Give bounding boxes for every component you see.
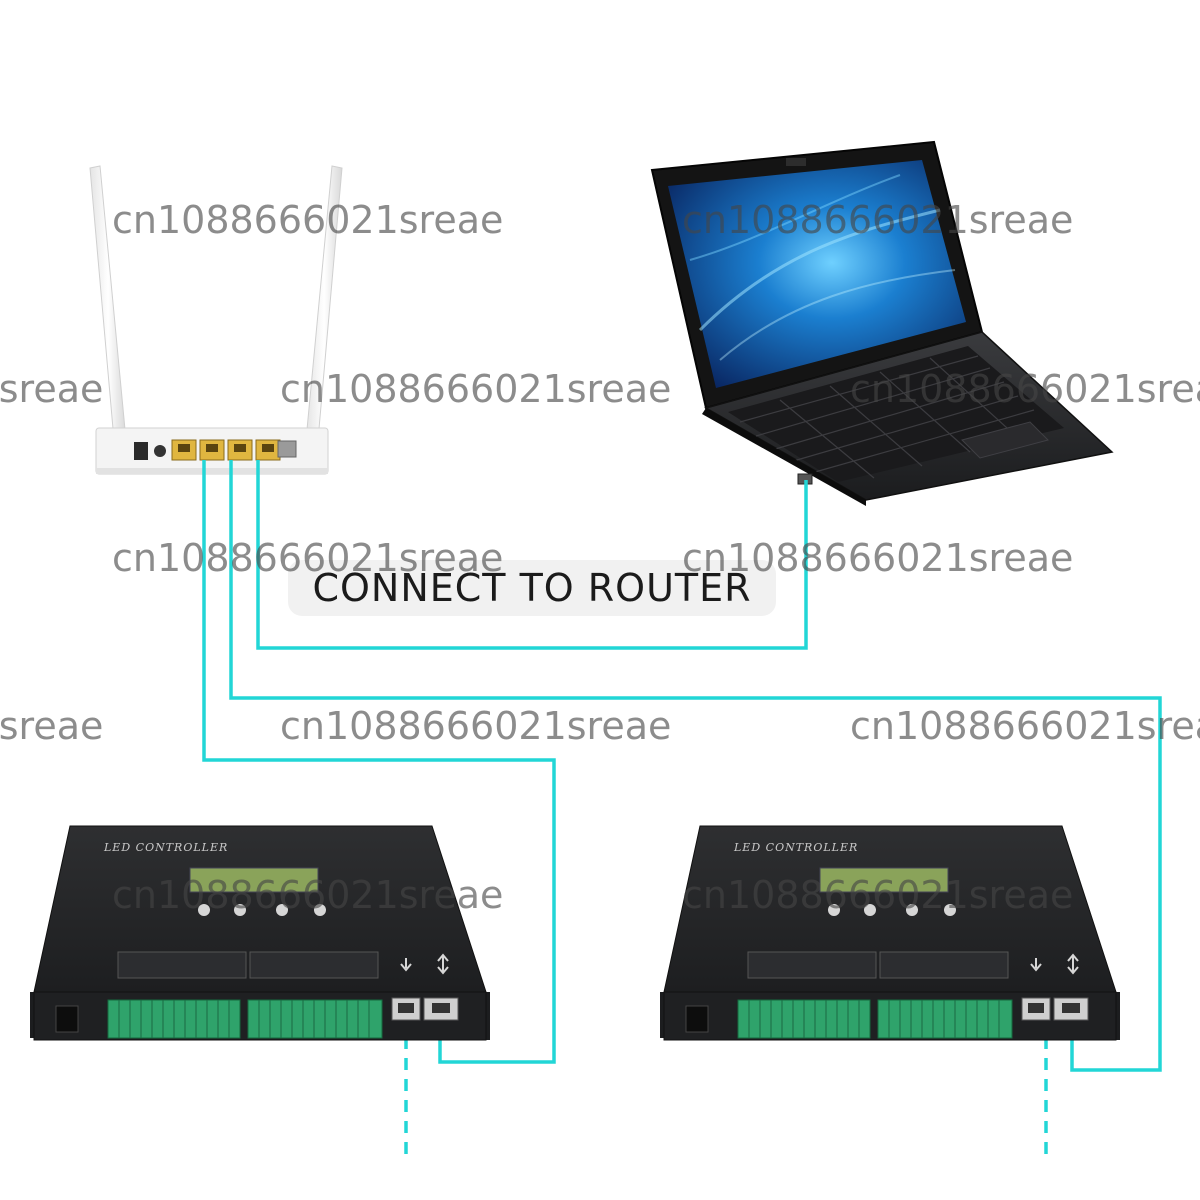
cable-router-to-controller-left xyxy=(202,460,556,1064)
router-reset-button xyxy=(154,445,166,457)
watermark-text: cn1088666021sreae xyxy=(112,873,504,917)
laptop-webcam xyxy=(786,158,806,166)
watermark-text: cn1088666021sreae xyxy=(850,367,1200,411)
ethernet-cables xyxy=(202,460,1162,1072)
controller-rj45-ports xyxy=(1021,997,1089,1021)
controller-arrow-icons xyxy=(400,953,449,975)
controller-power-switch xyxy=(55,1005,79,1033)
caption-text: CONNECT TO ROUTER xyxy=(312,566,752,610)
controller-lcd xyxy=(189,867,319,893)
controller-arrow-icons xyxy=(1030,953,1079,975)
watermark-text: cn1088666021sreae xyxy=(682,198,1074,242)
controller-buttons xyxy=(828,904,956,916)
cable-router-to-laptop xyxy=(256,460,808,650)
laptop-screen xyxy=(668,160,966,388)
watermark-text: cn1088666021sreae xyxy=(112,198,504,242)
led-controller-right: LED CONTROLLER xyxy=(660,825,1120,1041)
router-power-jack xyxy=(134,442,148,460)
watermark-text: cn1088666021sreae xyxy=(682,536,1074,580)
watermark-text: cn1088666021sreae xyxy=(850,704,1200,748)
watermark-text: cn1088666021sreae xyxy=(0,704,104,748)
led-controller-left: LED CONTROLLER xyxy=(30,825,490,1041)
watermark-text: cn1088666021sreae xyxy=(0,367,104,411)
router-wan-port xyxy=(277,440,297,458)
controller-lcd xyxy=(819,867,949,893)
router-lan-ports xyxy=(171,439,281,461)
router xyxy=(89,165,343,475)
watermark-text: cn1088666021sreae xyxy=(280,704,672,748)
caption-pill: CONNECT TO ROUTER xyxy=(288,560,776,616)
watermark-text: cn1088666021sreae xyxy=(682,873,1074,917)
watermark-text: cn1088666021sreae xyxy=(280,367,672,411)
controller-rj45-ports xyxy=(391,997,459,1021)
controller-logo-label: LED CONTROLLER xyxy=(733,841,858,854)
laptop-touchpad xyxy=(961,421,1049,459)
controller-power-switch xyxy=(685,1005,709,1033)
watermark-text: cn1088666021sreae xyxy=(112,536,504,580)
laptop xyxy=(650,140,1114,506)
laptop-keys xyxy=(739,355,1035,479)
cable-router-to-controller-right xyxy=(229,460,1162,1072)
controller-buttons xyxy=(198,904,326,916)
controller-logo-label: LED CONTROLLER xyxy=(103,841,228,854)
